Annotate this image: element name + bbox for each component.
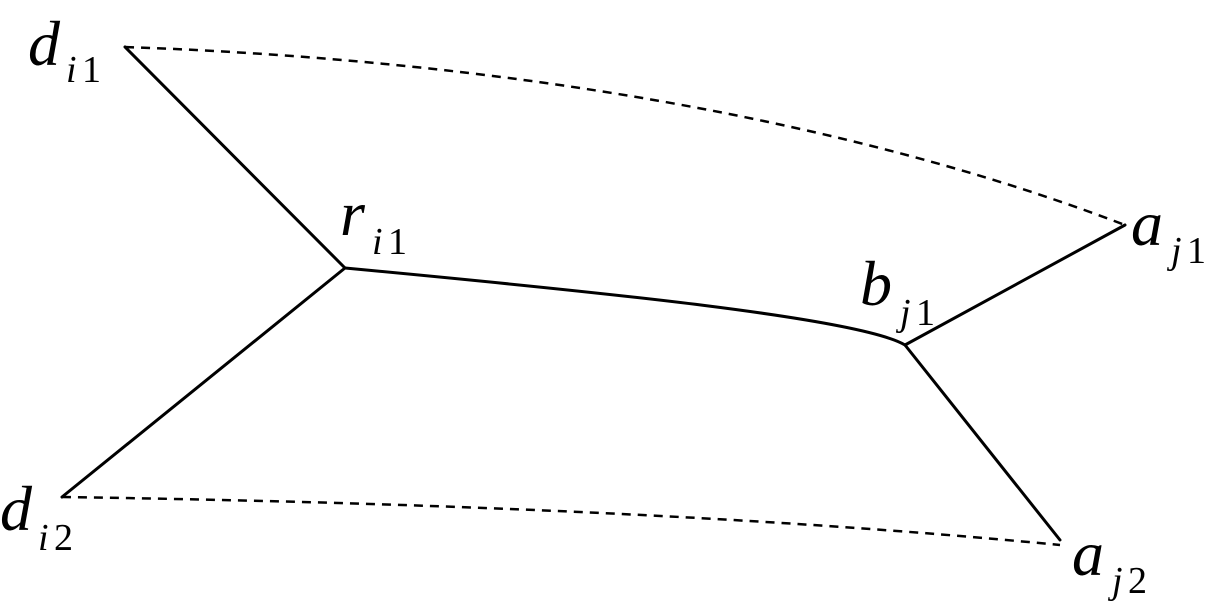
label-sub-var: i [372,221,383,263]
label-sub-var: j [895,292,911,334]
edge-d_i1-a_j1-dashed [124,45,1126,227]
label-main: b [860,248,892,319]
label-sub-num: 2 [1128,560,1147,602]
label-a_j1: a j 1 [1131,188,1206,272]
label-sub-var: i [38,517,49,559]
label-d_i1: d i 1 [28,8,101,91]
label-sub-num: 1 [82,49,101,91]
label-sub-num: 2 [54,517,73,559]
edge-d_i2-r_i1 [60,266,347,499]
edge-b_j1-a_j2 [903,343,1062,542]
label-a_j2: a j 2 [1072,518,1147,602]
label-sub-var: j [1166,230,1182,272]
label-sub-num: 1 [916,292,935,334]
edge-r_i1-b_j1 [343,266,907,347]
label-sub-num: 1 [1187,230,1206,272]
label-sub-num: 1 [388,221,407,263]
label-b_j1: b j 1 [860,248,935,334]
label-main: a [1131,188,1163,259]
edge-d_i1-r_i1 [123,45,347,270]
label-main: d [28,8,61,79]
label-sub-var: j [1107,560,1123,602]
label-sub-var: i [66,49,77,91]
label-main: a [1072,518,1104,589]
label-d_i2: d i 2 [0,473,73,559]
label-main: r [340,178,366,249]
edge-b_j1-a_j1 [903,223,1127,347]
label-main: d [0,473,33,544]
label-r_i1: r i 1 [340,178,407,263]
edge-d_i2-a_j2-dashed [61,495,1061,547]
